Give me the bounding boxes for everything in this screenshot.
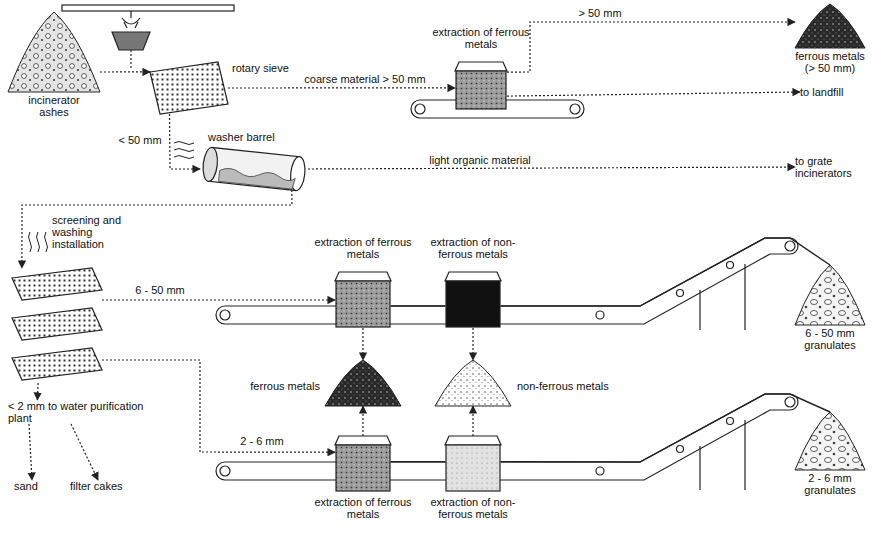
non-ferrous-pile: non-ferrous metals: [435, 360, 511, 406]
flow-label: 6 - 50 mm: [133, 284, 187, 296]
node-label: 2 - 6 mm granulates: [790, 472, 870, 496]
destination-note: to grate incinerators: [795, 155, 867, 179]
output-note: sand: [14, 480, 50, 492]
node-label: extraction of ferrous metals: [311, 236, 415, 260]
non-ferrous-extractor: extraction of non-ferrous metals: [445, 272, 501, 328]
flow-arrow: [362, 328, 363, 360]
node-label: extraction of non-ferrous metals: [421, 236, 525, 260]
output-note: filter cakes: [70, 480, 140, 492]
box-shape: [455, 62, 507, 110]
node-label: sand: [14, 480, 50, 492]
ash-pile: incinerator ashes: [8, 12, 100, 92]
flow-label: < 50 mm: [116, 134, 163, 146]
flow-arrow: [507, 22, 795, 72]
rotary-sieve: rotary sieve: [150, 62, 228, 114]
destination-note: to landfill: [800, 86, 866, 98]
node-label: extraction of ferrous metals: [429, 26, 533, 50]
granulate-pile: 6 - 50 mm granulates: [795, 265, 865, 325]
flow-arrow: [37, 383, 39, 400]
conveyor-connector: [391, 461, 445, 462]
pile-shape: [795, 4, 865, 48]
flow-arrow: [228, 87, 455, 88]
node-label: incinerator ashes: [19, 94, 89, 118]
box-shape: [445, 436, 501, 492]
node-label: to grate incinerators: [795, 155, 867, 179]
flow-arrow: [71, 424, 98, 480]
flow-label: 2 - 6 mm: [238, 435, 285, 447]
pile-shape: [325, 360, 401, 406]
box-shape: [335, 272, 391, 328]
node-label: rotary sieve: [232, 62, 312, 74]
conveyor-connector: [501, 238, 830, 306]
flow-arrow: [100, 71, 150, 72]
node-label: ferrous metals: [228, 380, 320, 392]
box-shape: [335, 436, 391, 492]
water-spray: [29, 142, 195, 253]
flow-label: > 50 mm: [576, 7, 623, 19]
flow-arrow: [507, 92, 800, 96]
flow-label: light organic material: [427, 154, 533, 166]
node-label: screening and washing installation: [52, 214, 142, 250]
crane-hopper: [62, 5, 234, 70]
flow-arrow: [472, 406, 473, 436]
ferrous-extractor: extraction of ferrous metals: [455, 62, 507, 110]
ferrous-extractor: extraction of ferrous metals: [335, 436, 391, 492]
pile-shape: [795, 412, 865, 470]
barrel-shape: [200, 148, 308, 190]
node-label: non-ferrous metals: [517, 380, 627, 392]
box-shape: [445, 272, 501, 328]
flow-arrow: [170, 114, 201, 169]
non-ferrous-extractor: extraction of non-ferrous metals: [445, 436, 501, 492]
ferrous-pile: ferrous metals (> 50 mm): [795, 4, 865, 48]
node-label: 6 - 50 mm granulates: [790, 327, 870, 351]
node-label: ferrous metals (> 50 mm): [790, 50, 870, 74]
node-label: extraction of non-ferrous metals: [421, 496, 525, 520]
node-label: < 2 mm to water purification plant: [8, 400, 148, 424]
flow-arrow: [102, 299, 335, 300]
flow-arrow: [362, 406, 363, 436]
flow-arrow: [472, 328, 473, 360]
conveyor-connector: [501, 394, 830, 462]
ferrous-extractor: extraction of ferrous metals: [335, 272, 391, 328]
conveyor-connector: [391, 305, 445, 306]
conveyor-belt: [216, 394, 798, 490]
sieve-shape: [150, 62, 228, 114]
pile-shape: [8, 12, 100, 92]
node-label: extraction of ferrous metals: [311, 496, 415, 520]
flow-label: coarse material > 50 mm: [302, 73, 427, 85]
washer-barrel: washer barrel: [200, 148, 308, 190]
node-label: washer barrel: [208, 131, 308, 143]
fines-note: < 2 mm to water purification plant: [8, 400, 148, 424]
pile-shape: [795, 265, 865, 325]
node-label: to landfill: [800, 86, 866, 98]
flow-arrow: [22, 190, 292, 268]
pile-shape: [435, 360, 511, 406]
granulate-pile: 2 - 6 mm granulates: [795, 412, 865, 470]
ferrous-pile: ferrous metals: [325, 360, 401, 406]
flow-arrow: [29, 424, 32, 480]
node-label: filter cakes: [70, 480, 140, 492]
flow-arrow: [308, 167, 795, 169]
screening-installation: screening and washing installation: [12, 268, 102, 383]
screens-shape: [12, 268, 102, 383]
